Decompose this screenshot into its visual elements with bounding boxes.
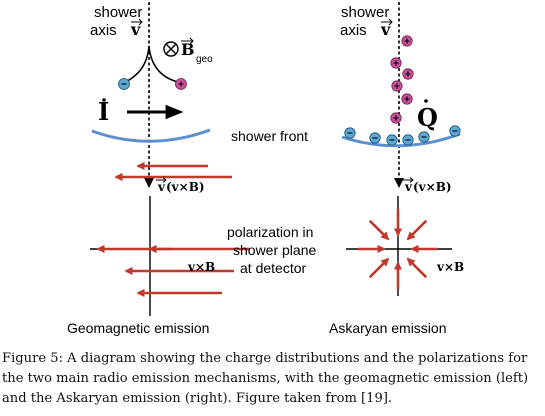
right-axis-word1: shower: [341, 4, 389, 21]
askaryan-arrow-icon: [368, 219, 390, 241]
askaryan-polarization-arrows: [358, 209, 438, 289]
shower-front-label: shower front: [231, 128, 308, 144]
negative-charge-icon: [386, 134, 398, 146]
right-upper-polarization-prefix: v: [404, 180, 413, 194]
field-subscript: geo: [196, 54, 213, 65]
vector-arrow-icon: [403, 177, 414, 183]
polarization-label-line3: at detector: [240, 260, 306, 276]
emission-mechanisms-figure: shower axis v B geo I v (v×B) v×B: [67, 2, 464, 336]
left-axis-word2: axis: [90, 22, 117, 39]
caption-line-1: Figure 5: A diagram showing the charge d…: [2, 351, 528, 366]
negative-charge-icon: [344, 127, 356, 139]
field-symbol: B: [181, 40, 195, 59]
time-derivative-dot-icon: [424, 99, 428, 103]
charge-symbol: Q: [417, 103, 438, 132]
right-axis-vector: v: [380, 20, 391, 39]
positive-charge-icon: [391, 80, 403, 92]
current-symbol: I: [98, 97, 109, 126]
caption-line-3: and the Askaryan emission (right). Figur…: [2, 391, 393, 407]
right-axis-arrowhead-icon: [394, 178, 404, 188]
right-upper-polarization: (v×B): [413, 180, 452, 194]
caption-line-2: the two main radio emission mechanisms, …: [2, 371, 529, 387]
positive-charge-icon: [390, 57, 402, 69]
polarization-label-line1: polarization in: [227, 224, 313, 240]
askaryan-arrow-icon: [406, 257, 428, 279]
positive-charge-icon: [401, 35, 413, 47]
vector-arrow-icon: [131, 18, 143, 26]
figure-caption: Figure 5: A diagram showing the charge d…: [2, 349, 543, 410]
left-axis-arrowhead-icon: [144, 178, 154, 188]
polarization-label-line2: shower plane: [233, 242, 316, 258]
negative-charge-icon: [402, 134, 414, 146]
right-lower-polarization: v×B: [436, 260, 464, 274]
electron-trajectory: [125, 45, 150, 83]
positive-charge-icon: [390, 112, 402, 124]
positive-charge-icon: [401, 93, 413, 105]
left-axis-vector: v: [130, 20, 141, 39]
vector-arrow-icon: [156, 177, 167, 183]
left-panel: shower axis v B geo I v (v×B) v×B: [67, 2, 250, 336]
left-upper-polarization-prefix: v: [157, 180, 166, 194]
vector-arrow-icon: [381, 18, 393, 26]
askaryan-charges: [344, 35, 461, 146]
center-labels: shower front polarization in shower plan…: [227, 128, 316, 276]
left-axis-word1: shower: [94, 4, 142, 21]
negative-charge-icon: [449, 125, 461, 137]
positive-charge-icon: [402, 68, 414, 80]
positron-trajectory: [148, 45, 179, 83]
time-derivative-dot-icon: [102, 98, 106, 102]
askaryan-arrow-icon: [406, 219, 428, 241]
right-axis-word2: axis: [340, 22, 367, 39]
negative-charge-icon: [369, 132, 381, 144]
left-lower-polarization: v×B: [187, 260, 215, 274]
geomagnetic-polarization-arrows: [96, 161, 250, 298]
right-panel: shower axis v Q v (v×B) v×B Askaryan emi…: [329, 2, 464, 336]
left-upper-polarization: (v×B): [166, 180, 205, 194]
askaryan-arrow-icon: [368, 257, 390, 279]
field-vector-arrow-icon: [181, 37, 194, 45]
left-panel-title: Geomagnetic emission: [67, 320, 209, 336]
negative-charge-icon: [418, 131, 430, 143]
right-shower-front: [341, 132, 461, 148]
right-panel-title: Askaryan emission: [329, 320, 447, 336]
left-shower-front: [91, 128, 211, 143]
cross-icon: [166, 44, 176, 54]
